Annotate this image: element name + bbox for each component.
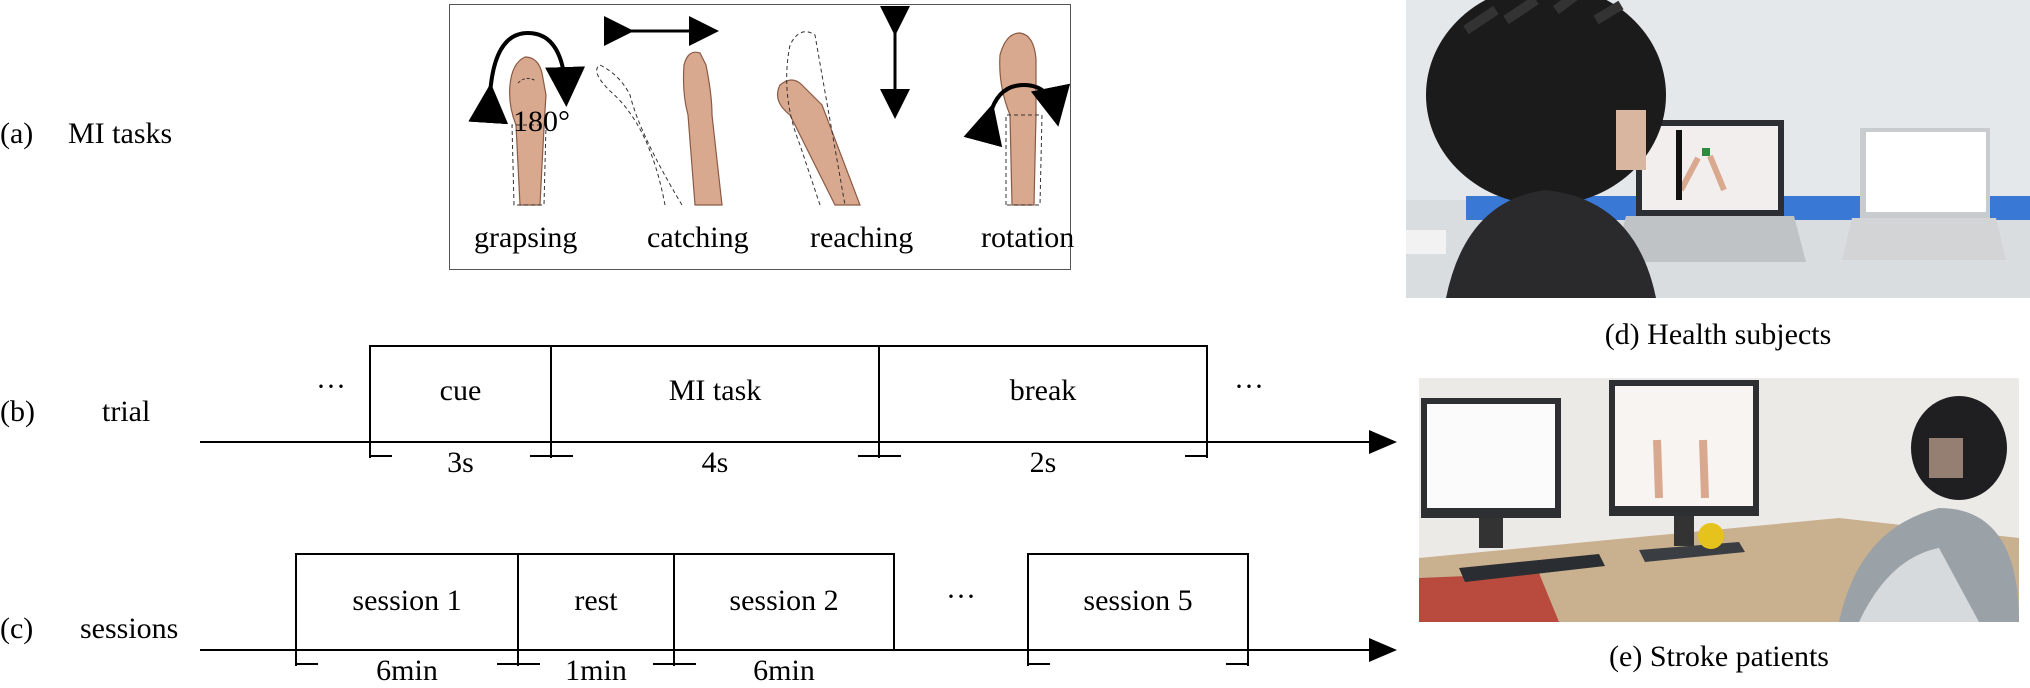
session-box-5 [1027, 553, 1249, 651]
row-a-letter: (a) [0, 117, 34, 150]
trial-label-break: break [1009, 374, 1077, 407]
trial-ellipsis-right: ··· [1234, 370, 1264, 403]
session-label-5: session 5 [1083, 584, 1193, 617]
session-ellipsis: ··· [946, 580, 976, 613]
trial-duration-mi-task: 4s [701, 446, 729, 479]
caption-health-subjects: (d) Health subjects [1604, 318, 1832, 351]
photo-stroke-patients [1419, 378, 2019, 622]
session-duration-1: 6min [376, 654, 438, 687]
rotation-angle-label: 180° [513, 105, 570, 138]
session-duration-2: 6min [753, 654, 815, 687]
session-duration-rest: 1min [565, 654, 627, 687]
mi-task-label-reaching: reaching [810, 221, 914, 254]
trial-ellipsis-left: ··· [316, 370, 346, 403]
row-a-title: MI tasks [68, 117, 173, 150]
trial-label-mi-task: MI task [668, 374, 762, 407]
trial-ticks [369, 442, 1208, 458]
session-ticks [295, 650, 1249, 666]
row-c-letter: (c) [0, 612, 34, 645]
trial-duration-break: 2s [1029, 446, 1057, 479]
rotating-hand-icon [963, 32, 1070, 206]
grasping-hand-icon [468, 30, 586, 206]
reaching-hand-icon [777, 6, 910, 206]
mi-task-label-rotation: rotation [981, 221, 1075, 254]
session-label-rest: rest [574, 584, 618, 617]
row-c-title: sessions [80, 612, 179, 645]
mi-task-label-grasping: grapsing [474, 221, 578, 254]
trial-duration-cue: 3s [447, 446, 474, 479]
mi-tasks-panel: grapsing catching reaching rotation 180° [449, 4, 1075, 270]
caption-stroke-patients: (e) Stroke patients [1609, 640, 1829, 673]
session-label-2: session 2 [729, 584, 839, 617]
trial-box-break [878, 345, 1208, 443]
row-b-title: trial [102, 395, 151, 428]
catching-hand-icon [596, 16, 723, 206]
session-label-1: session 1 [352, 584, 462, 617]
trial-label-cue: cue [439, 374, 482, 407]
row-b-letter: (b) [0, 395, 35, 428]
session-box-2 [673, 553, 895, 651]
photo-health-subjects [1406, 0, 2030, 298]
mi-task-label-catching: catching [647, 221, 749, 254]
